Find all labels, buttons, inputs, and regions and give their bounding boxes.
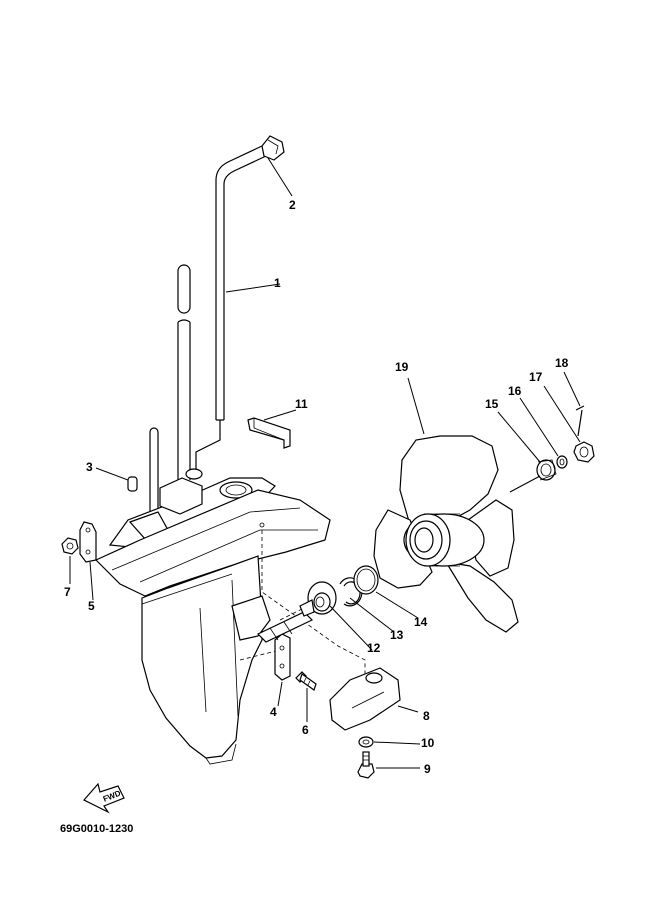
callout-11: 11 (295, 397, 308, 411)
grommet-part-2 (261, 135, 285, 161)
bolt-part-9 (357, 751, 375, 779)
callout-4: 4 (270, 705, 277, 719)
callout-17: 17 (529, 370, 543, 384)
washer-part-10 (358, 736, 374, 748)
fwd-arrow-icon: FWD (83, 782, 125, 814)
screw-part-6 (295, 671, 317, 691)
callout-1: 1 (274, 276, 281, 290)
washer-part-16 (556, 455, 568, 469)
callout-19: 19 (395, 360, 409, 374)
nut-part-17 (573, 441, 595, 463)
lower-casing (94, 468, 331, 765)
nut-part-7 (61, 537, 79, 555)
callout-16: 16 (508, 384, 522, 398)
bracket-part-5 (79, 521, 97, 563)
leader-lines (69, 157, 581, 769)
callout-2: 2 (289, 198, 296, 212)
callout-8: 8 (423, 709, 430, 723)
cap-part-12 (299, 581, 337, 617)
drawing-code: 69G0010-1230 (60, 823, 134, 835)
shift-rod-part-1 (195, 145, 267, 470)
callout-15: 15 (485, 397, 499, 411)
washer-part-14 (353, 565, 379, 595)
propeller-shaft (256, 611, 314, 643)
cotter-pin-part-18 (575, 405, 585, 437)
trim-tab-part-8 (329, 667, 401, 731)
dowel-pin-part-3 (127, 476, 138, 492)
callout-10: 10 (421, 736, 435, 750)
spacer-part-15 (536, 459, 557, 481)
callout-18: 18 (555, 356, 569, 370)
callout-7: 7 (64, 585, 71, 599)
callout-5: 5 (88, 599, 95, 613)
drive-shaft (177, 264, 191, 480)
key-part-11 (247, 417, 291, 449)
plate-part-4 (274, 633, 291, 681)
callout-6: 6 (302, 723, 309, 737)
callout-14: 14 (414, 615, 428, 629)
callout-12: 12 (367, 641, 381, 655)
callout-3: 3 (86, 460, 93, 474)
callout-13: 13 (390, 628, 404, 642)
propeller-part-19 (373, 435, 519, 633)
callout-9: 9 (424, 762, 431, 776)
